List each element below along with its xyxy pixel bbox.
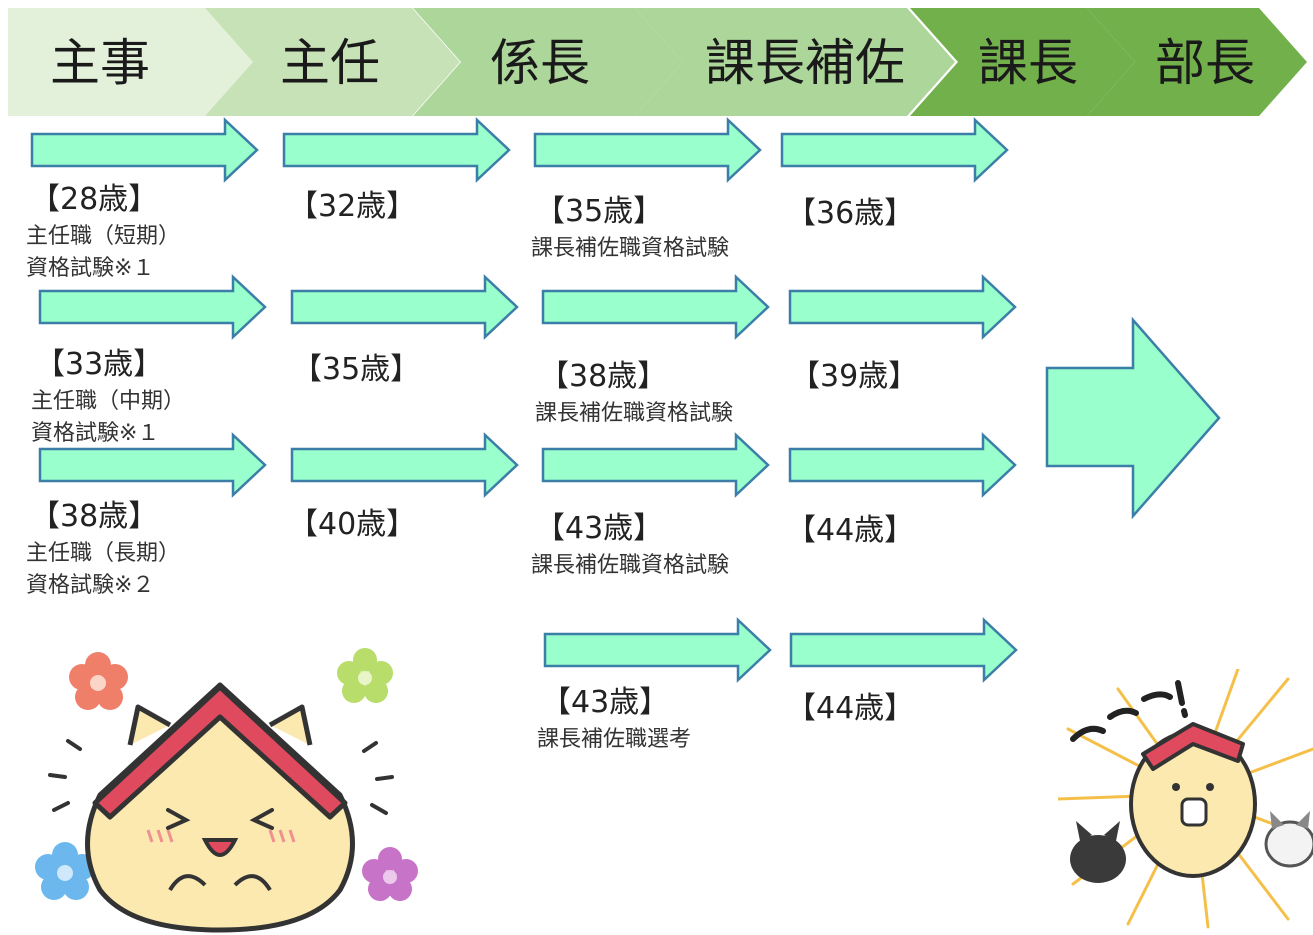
promotion-arrow [282,117,511,183]
stage-label: 主事 [50,34,150,92]
promotion-arrow [38,274,267,340]
step-requirement: 主任職（長期） [26,541,181,566]
step-requirement: 主任職（中期） [31,389,186,414]
step-requirement: 課長補佐職資格試験 [531,553,730,578]
excited-cat-illustration [1058,669,1313,929]
step-requirement: 資格試験※１ [26,256,155,281]
happy-cat-house-illustration [35,648,418,933]
age-label: 【43歳】 [535,511,664,546]
age-label: 【32歳】 [288,189,417,224]
age-label: 【28歳】 [30,182,159,217]
stage-chevron [205,8,460,116]
step-requirement: 課長補佐職資格試験 [531,236,730,261]
age-label: 【35歳】 [292,352,421,387]
flower-icon [337,648,393,703]
roof-icon [92,684,348,820]
stage-chevron [635,8,955,116]
stage-chevron-header: 主事 主任 係長 課長補佐 課長 部長 [8,8,1307,116]
promotion-arrow [38,432,267,498]
step-requirement: 課長補佐職資格試験 [535,401,734,426]
promotion-arrow [788,432,1017,498]
stage-label: 係長 [490,34,590,92]
flower-icon [362,847,418,901]
promotion-arrow [290,274,519,340]
flower-icon [35,842,95,900]
stage-chevron [413,8,683,116]
promotion-arrow [541,274,770,340]
age-label: 【35歳】 [535,194,664,229]
promotion-arrow [788,274,1017,340]
age-label: 【44歳】 [786,513,915,548]
step-requirement: 主任職（短期） [26,224,181,249]
promotion-arrow [543,617,772,683]
age-label: 【39歳】 [790,359,919,394]
promotion-arrow [533,117,762,183]
promotion-arrow [30,117,259,183]
stage-chevron [8,8,253,116]
promotion-arrow [780,117,1009,183]
flower-icon [69,652,128,710]
stage-chevron [1087,8,1307,116]
age-label: 【33歳】 [35,347,164,382]
age-label: 【36歳】 [786,196,915,231]
step-requirement: 課長補佐職選考 [537,727,692,752]
age-label: 【40歳】 [288,507,417,542]
age-label: 【43歳】 [541,685,670,720]
step-requirement: 資格試験※１ [31,421,160,446]
promotion-arrow [541,432,770,498]
stage-label: 課長 [978,34,1078,92]
age-label: 【38歳】 [539,359,668,394]
promotion-arrow [290,432,519,498]
roof-icon [1141,722,1245,771]
stage-label: 部長 [1155,34,1255,92]
age-label: 【38歳】 [30,499,159,534]
stage-label: 主任 [280,34,380,92]
stage-label: 課長補佐 [705,34,905,92]
stage-chevron [910,8,1135,116]
age-label: 【44歳】 [786,691,915,726]
final-promotion-arrow [1045,316,1221,520]
step-requirement: 資格試験※２ [26,573,155,598]
promotion-arrow [789,617,1018,683]
